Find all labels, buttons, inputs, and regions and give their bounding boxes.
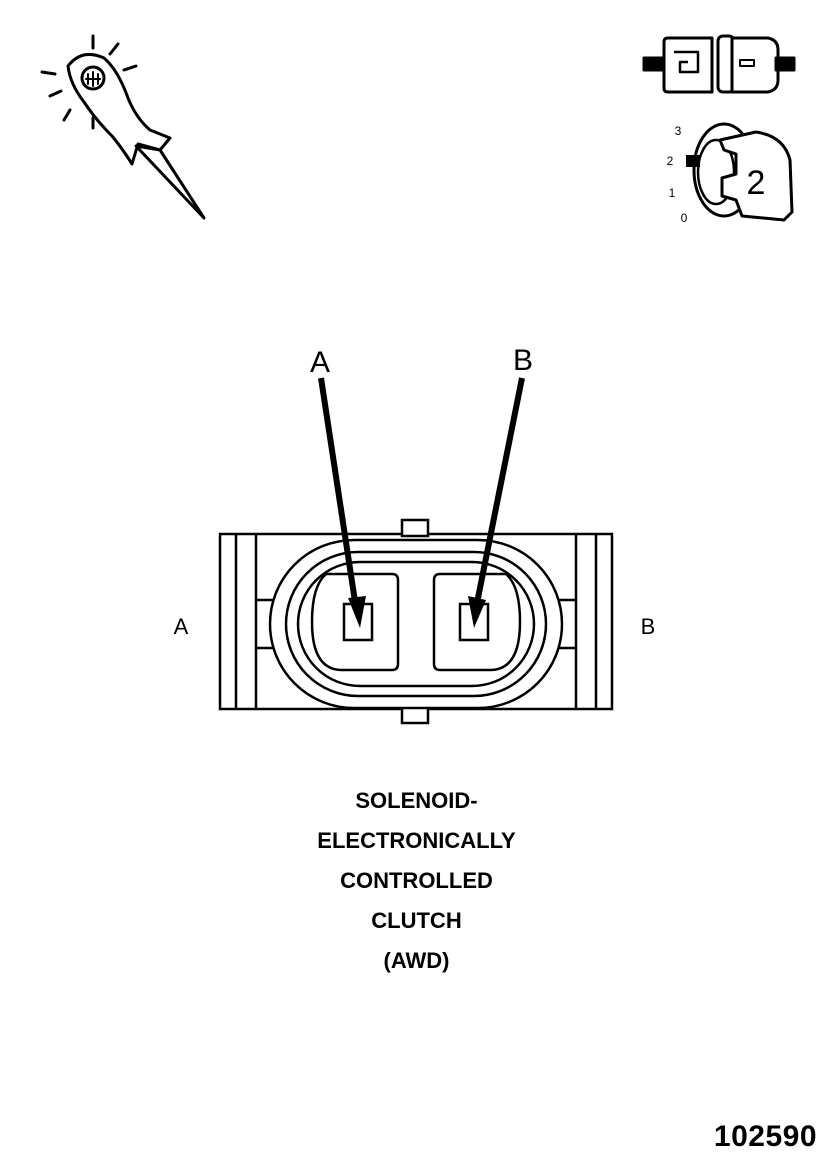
caption-line: CONTROLLED <box>340 868 493 893</box>
connector-seal-outer <box>268 538 564 710</box>
key-position-2: 2 <box>667 154 674 168</box>
key-position-0: 0 <box>681 211 688 225</box>
cavity-a <box>310 572 400 672</box>
figure-number: 102590 <box>713 1120 817 1153</box>
connector-face <box>218 518 614 725</box>
callout-label-a: A <box>310 346 330 379</box>
test-probe-icon <box>40 34 206 220</box>
probe-tip <box>134 144 206 220</box>
callout-arrow-a <box>318 377 359 609</box>
probe-light-rays <box>40 34 138 130</box>
key-number: 2 <box>747 164 766 202</box>
caption-line: SOLENOID- <box>355 788 478 813</box>
side-label-a: A <box>174 614 189 639</box>
connector-seal-inner <box>296 560 536 688</box>
callout-label-b: B <box>513 344 533 377</box>
connector-seal-middle <box>284 550 548 698</box>
caption-line: CLUTCH <box>371 908 462 933</box>
cavity-b <box>432 572 522 672</box>
callout-arrowhead-a <box>348 596 366 628</box>
connector-disconnected-icon <box>642 34 796 94</box>
key-position-3: 3 <box>675 124 682 138</box>
key-position-1: 1 <box>669 186 676 200</box>
key-position-marker <box>686 155 700 167</box>
component-caption: SOLENOID- ELECTRONICALLY CONTROLLED CLUT… <box>0 781 833 981</box>
caption-line: ELECTRONICALLY <box>317 828 516 853</box>
connector-key-top <box>400 518 430 538</box>
ignition-key-icon: 2 3 2 1 0 <box>667 122 794 225</box>
callout-arrow-b <box>473 377 525 609</box>
callout-arrows <box>318 377 525 628</box>
connector-key-bottom <box>400 705 430 725</box>
callout-arrowhead-b <box>468 596 486 628</box>
side-label-b: B <box>641 614 656 639</box>
caption-line: (AWD) <box>383 948 450 973</box>
